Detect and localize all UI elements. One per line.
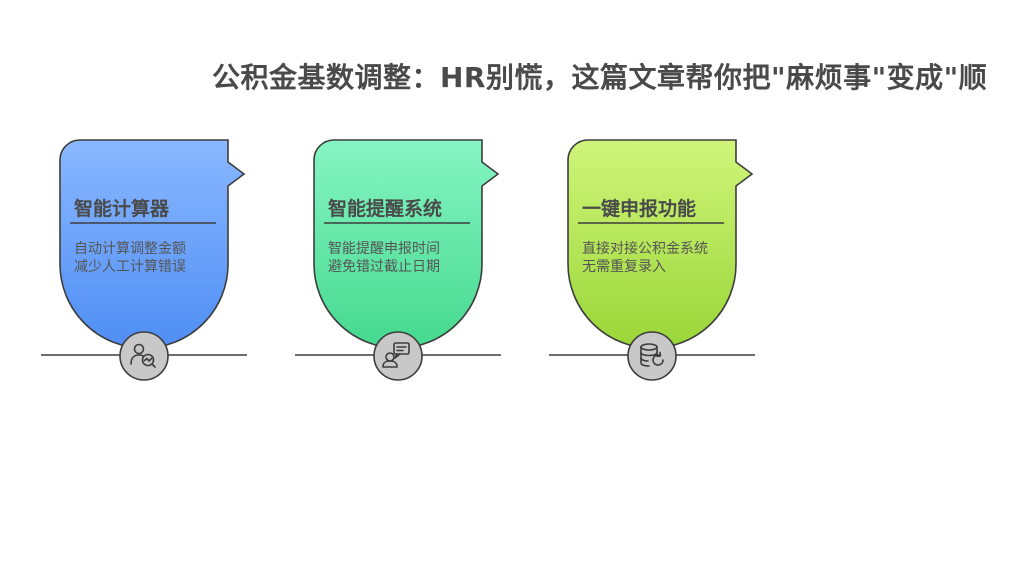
card-shape	[549, 139, 755, 381]
card-description-line: 自动计算调整金额	[74, 241, 186, 257]
card-description: 智能提醒申报时间 避免错过截止日期	[328, 240, 440, 276]
feature-card-smart-calculator: 智能计算器 自动计算调整金额 减少人工计算错误	[40, 128, 260, 390]
card-description-line: 直接对接公积金系统	[582, 241, 708, 257]
card-description-line: 智能提醒申报时间	[328, 241, 440, 257]
database-refresh-icon	[640, 343, 664, 367]
card-heading: 智能计算器	[74, 198, 170, 220]
card-shape	[295, 139, 501, 381]
card-description-line: 减少人工计算错误	[74, 259, 186, 275]
card-description: 自动计算调整金额 减少人工计算错误	[74, 240, 186, 276]
feature-card-smart-reminder: 智能提醒系统 智能提醒申报时间 避免错过截止日期	[294, 128, 514, 390]
card-heading: 智能提醒系统	[328, 198, 443, 220]
person-chart-icon	[130, 343, 156, 368]
feature-card-one-click-filing: 一键申报功能 直接对接公积金系统 无需重复录入	[548, 128, 768, 390]
page-title: 公积金基数调整：HR别慌，这篇文章帮你把"麻烦事"变成"顺	[212, 61, 988, 94]
card-description: 直接对接公积金系统 无需重复录入	[582, 240, 708, 276]
card-heading: 一键申报功能	[582, 198, 697, 220]
card-description-line: 避免错过截止日期	[328, 259, 440, 275]
card-shape	[41, 139, 247, 381]
person-chat-icon	[382, 342, 410, 368]
card-description-line: 无需重复录入	[582, 259, 666, 275]
